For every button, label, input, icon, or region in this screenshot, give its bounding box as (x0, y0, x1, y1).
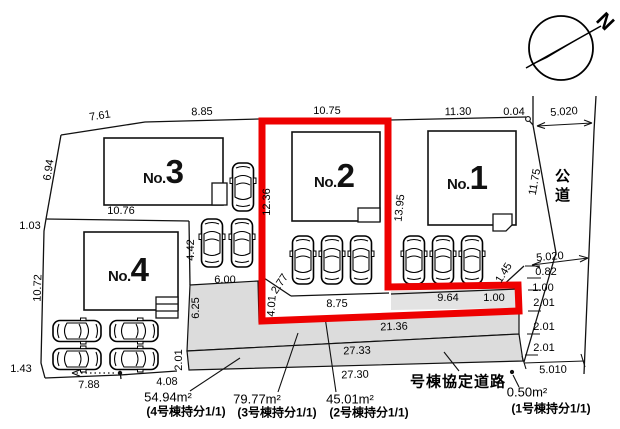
car-icon (109, 345, 159, 373)
plot-no3-label: No.3 (142, 153, 184, 191)
area-plot1: 0.50m² (506, 384, 548, 400)
area-plot3: 79.77m² (233, 391, 281, 407)
car-icon (318, 235, 346, 285)
building-no3-porch (211, 182, 228, 206)
building-no3 (103, 137, 224, 206)
plot-no4-label: No.4 (107, 251, 149, 289)
car-icon (229, 162, 257, 212)
dimension-label: 5.020 (549, 105, 579, 119)
plot-no2-prefix: No. (313, 174, 337, 191)
dimension-label: 7.88 (78, 378, 100, 392)
dimension-label: 1.00 (483, 292, 505, 304)
dimension-label: 2.01 (533, 297, 555, 309)
dimension-label: 5.010 (539, 363, 567, 377)
car-icon (458, 235, 486, 285)
dimension-label: 5.020 (535, 249, 565, 265)
car-icon (52, 345, 102, 373)
dimension-label: 27.30 (341, 368, 369, 382)
dimension-label: 10.76 (107, 205, 135, 217)
plot-no4-prefix: No. (107, 268, 131, 285)
dimension-label: 10.72 (31, 274, 45, 302)
dotted-measure-arrow (71, 369, 123, 377)
leader-lines (189, 316, 520, 393)
dimension-label: 1.43 (10, 363, 32, 375)
plot-no2-highlight-outline (258, 117, 523, 325)
car-icon (400, 235, 428, 285)
tiny-segment-marker (525, 116, 531, 122)
plot-no4-number: 4 (130, 251, 149, 288)
buildings (83, 130, 517, 319)
building-no4-porch (155, 296, 179, 319)
building-no2-porch (357, 207, 381, 223)
dimension-label: 4.08 (156, 375, 178, 389)
car-icon (347, 235, 375, 285)
dimension-label: 0.82 (535, 266, 557, 278)
public-road-label: 公道 (553, 168, 570, 206)
plot-no1-label: No.1 (446, 159, 488, 197)
dimension-label: 27.33 (343, 344, 371, 358)
dimension-label: 4.42 (185, 239, 197, 261)
dimension-label: 8.85 (191, 105, 213, 119)
car-icon (289, 235, 317, 285)
dimension-label: 6.25 (190, 297, 202, 319)
plot-no2-label: No.2 (313, 157, 355, 195)
area-plot4: 54.94m² (144, 389, 192, 405)
compass-icon (525, 15, 602, 81)
car-icon (109, 317, 159, 345)
car-icon (52, 317, 102, 345)
car-icon (429, 235, 457, 285)
plot-no3-prefix: No. (142, 170, 166, 187)
dimension-label: 6.00 (214, 274, 236, 286)
car-icon (198, 218, 226, 268)
dimension-label: 8.75 (326, 297, 348, 311)
dimension-label: 1.03 (19, 220, 41, 232)
area-plot2: 45.01m² (326, 391, 374, 407)
dimension-label: 2.01 (533, 342, 555, 354)
share-plot2: (2号棟持分1/1) (329, 405, 409, 420)
building-no2 (291, 131, 381, 222)
share-plot4: (4号棟持分1/1) (146, 404, 226, 419)
building-no1 (427, 130, 517, 226)
plot-no1-number: 1 (469, 159, 488, 196)
dimension-ticks (521, 119, 593, 370)
dimension-label: 11.30 (444, 105, 472, 119)
share-plot3: (3号棟持分1/1) (237, 405, 317, 420)
building-no1-porch (492, 213, 513, 232)
dimension-label: 0.04 (503, 106, 525, 118)
dimension-label: 4.01 (265, 294, 279, 318)
small-area-marker (509, 369, 515, 375)
agreement-road-label: 号棟協定道路 (409, 373, 507, 391)
dimension-label: 1.00 (532, 282, 554, 294)
dimension-label: 2.01 (533, 321, 555, 333)
dimension-label: 21.36 (380, 320, 408, 334)
dimension-label: 9.64 (437, 292, 459, 304)
dimension-label: 12.36 (261, 188, 273, 216)
dimension-label: 2.01 (173, 349, 185, 371)
share-plot1: (1号棟持分1/1) (511, 401, 591, 416)
plot-no3-number: 3 (165, 153, 184, 190)
car-icon (228, 218, 256, 268)
plot-no2-number: 2 (336, 157, 355, 194)
dimension-label: 10.75 (313, 105, 341, 117)
plot-no1-prefix: No. (446, 176, 470, 193)
agreement-road-areas (186, 280, 524, 371)
